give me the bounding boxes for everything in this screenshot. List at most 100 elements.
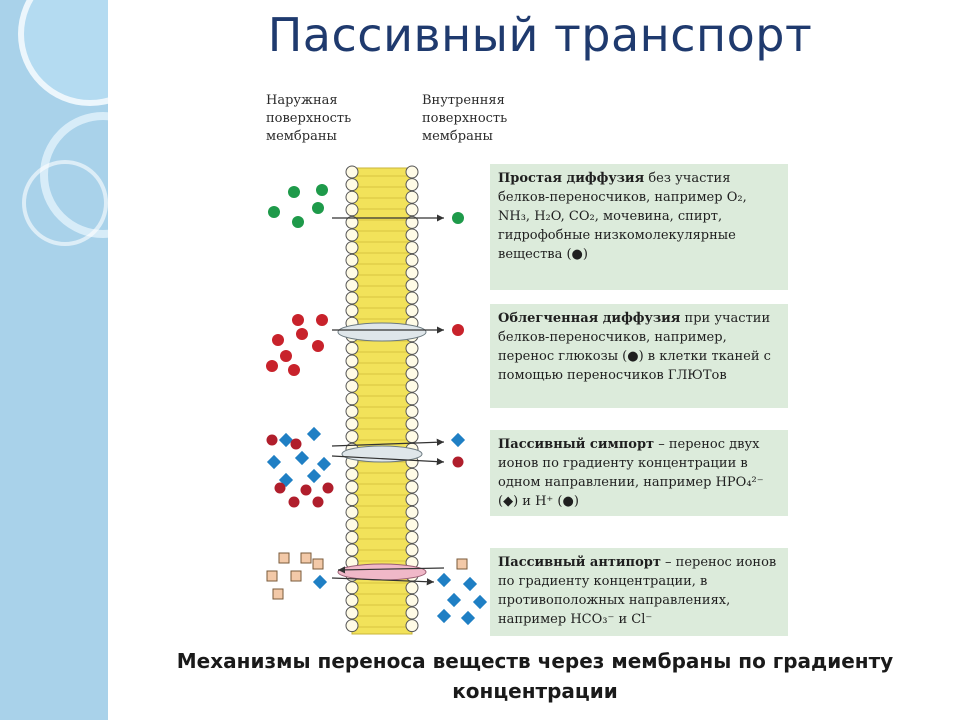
box-heading: Облегченная диффузия bbox=[498, 311, 681, 326]
molecule-dot bbox=[288, 186, 300, 198]
lipid-head bbox=[405, 228, 419, 242]
lipid-head bbox=[405, 430, 419, 444]
membrane-diagram bbox=[266, 165, 488, 635]
molecule-dot bbox=[268, 206, 280, 218]
lipid-head bbox=[405, 417, 419, 431]
lipid-head bbox=[405, 467, 419, 481]
lipid-head bbox=[405, 341, 419, 355]
transport-arrows bbox=[331, 214, 445, 586]
lipid-head bbox=[345, 417, 359, 431]
ion-diamond bbox=[460, 610, 476, 626]
lipid-head bbox=[405, 304, 419, 318]
slide-title: Пассивный транспорт bbox=[267, 8, 813, 62]
lipid-bilayer bbox=[337, 165, 427, 635]
lipid-head bbox=[345, 404, 359, 418]
molecule-dot bbox=[288, 364, 300, 376]
molecule-dot bbox=[316, 184, 328, 196]
ion-square bbox=[290, 570, 302, 582]
lipid-head bbox=[405, 190, 419, 204]
lipid-head bbox=[405, 619, 419, 633]
lipid-head bbox=[405, 278, 419, 292]
carrier-protein bbox=[337, 322, 427, 342]
ion-square bbox=[278, 552, 290, 564]
molecule-dot bbox=[292, 216, 304, 228]
lipid-head bbox=[345, 606, 359, 620]
inner-surface-label: Внутренняя поверхность мембраны bbox=[422, 93, 508, 144]
molecule-dot bbox=[266, 434, 278, 446]
ion-diamond bbox=[278, 432, 294, 448]
info-box-facilitated-diffusion: Облегченная диффузия при участии белков-… bbox=[490, 304, 788, 408]
slide-caption: Механизмы переноса веществ через мембран… bbox=[176, 649, 894, 703]
antiport-carrier bbox=[337, 563, 427, 581]
lipid-head bbox=[405, 253, 419, 267]
lipid-head bbox=[405, 543, 419, 557]
box-text: – перенос двух ионов по градиенту концен… bbox=[498, 437, 764, 509]
lipid-head bbox=[345, 203, 359, 217]
lipid-head bbox=[405, 505, 419, 519]
molecule-dot bbox=[322, 482, 334, 494]
lipid-head bbox=[345, 392, 359, 406]
box-text: без участия белков-переносчиков, наприме… bbox=[498, 171, 747, 262]
ion-diamond bbox=[446, 592, 462, 608]
ion-diamond bbox=[472, 594, 488, 610]
circle-decoration-icon bbox=[22, 160, 108, 246]
outer-surface-label: Наружная поверхность мембраны bbox=[266, 93, 352, 144]
lipid-head bbox=[345, 480, 359, 494]
box-heading: Пассивный симпорт bbox=[498, 437, 655, 452]
lipid-head bbox=[345, 266, 359, 280]
lipid-head bbox=[345, 341, 359, 355]
circle-decoration-icon bbox=[18, 0, 108, 106]
box-heading: Пассивный антипорт bbox=[498, 555, 661, 570]
lipid-head bbox=[345, 619, 359, 633]
ion-diamond bbox=[294, 450, 310, 466]
lipid-head bbox=[405, 530, 419, 544]
molecule-dot bbox=[452, 324, 464, 336]
lipid-head bbox=[405, 178, 419, 192]
molecule-dot bbox=[312, 496, 324, 508]
lipid-head bbox=[345, 367, 359, 381]
box-text: при участии белков-переносчиков, наприме… bbox=[498, 311, 771, 383]
molecule-dot bbox=[312, 340, 324, 352]
molecule-dot bbox=[312, 202, 324, 214]
lipid-head bbox=[345, 530, 359, 544]
molecule-dot bbox=[272, 334, 284, 346]
molecule-dot bbox=[296, 328, 308, 340]
lipid-head bbox=[405, 165, 419, 179]
lipid-head bbox=[345, 505, 359, 519]
box-text: – перенос ионов по градиенту концентраци… bbox=[498, 555, 777, 627]
lipid-head bbox=[345, 190, 359, 204]
ion-square bbox=[272, 588, 284, 600]
lipid-head bbox=[405, 518, 419, 532]
lipid-head bbox=[405, 266, 419, 280]
ion-diamond bbox=[450, 432, 466, 448]
lipid-head bbox=[345, 253, 359, 267]
lipid-head bbox=[345, 379, 359, 393]
lipid-head bbox=[345, 304, 359, 318]
ion-diamond bbox=[306, 426, 322, 442]
lipid-head bbox=[345, 278, 359, 292]
ion-diamond bbox=[462, 576, 478, 592]
lipid-head bbox=[345, 543, 359, 557]
molecule-dot bbox=[288, 496, 300, 508]
lipid-head bbox=[405, 493, 419, 507]
ion-diamond bbox=[436, 572, 452, 588]
lipid-head bbox=[405, 241, 419, 255]
lipid-head bbox=[345, 241, 359, 255]
ion-diamond bbox=[436, 608, 452, 624]
info-box-passive-symport: Пассивный симпорт – перенос двух ионов п… bbox=[490, 430, 788, 516]
lipid-head bbox=[405, 367, 419, 381]
molecule-dot bbox=[274, 482, 286, 494]
ion-square bbox=[456, 558, 468, 570]
lipid-head bbox=[345, 518, 359, 532]
ion-square bbox=[266, 570, 278, 582]
ion-square bbox=[300, 552, 312, 564]
lipid-head bbox=[345, 430, 359, 444]
molecule-dot bbox=[280, 350, 292, 362]
lipid-head bbox=[345, 178, 359, 192]
arrow-right-icon bbox=[337, 566, 445, 574]
molecule-particles bbox=[266, 184, 488, 626]
lipid-head bbox=[345, 215, 359, 229]
lipid-head bbox=[405, 354, 419, 368]
lipid-head bbox=[345, 291, 359, 305]
lipid-head bbox=[345, 581, 359, 595]
